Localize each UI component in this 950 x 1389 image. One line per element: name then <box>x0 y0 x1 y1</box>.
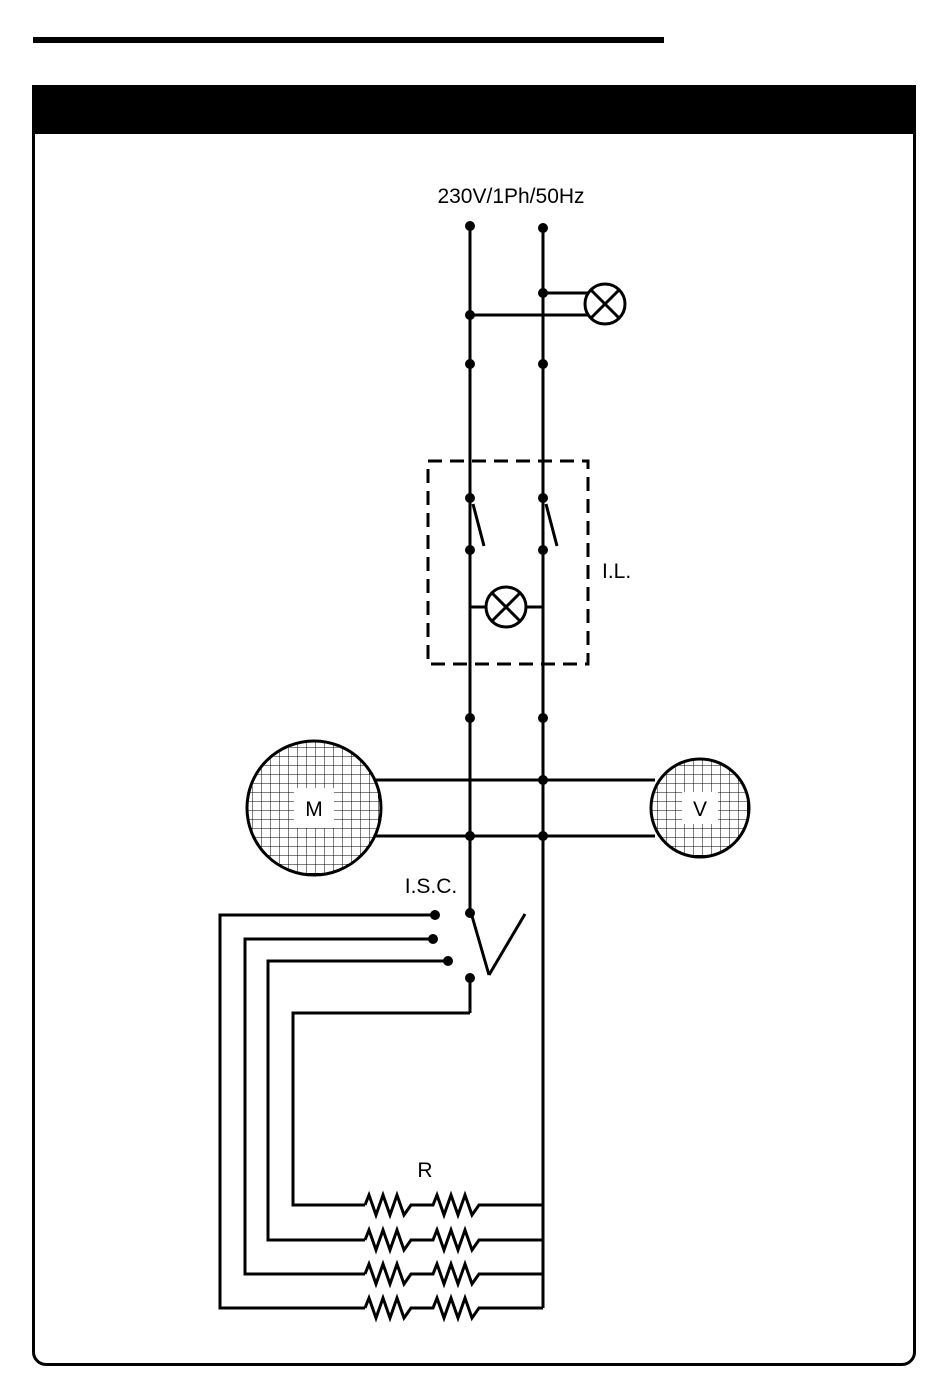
resistor-label: R <box>417 1159 432 1182</box>
fan-label: V <box>693 798 707 821</box>
motor-label: M <box>305 798 323 821</box>
switch-blade-n <box>546 504 557 546</box>
resistor-bank <box>365 1195 484 1318</box>
resistor <box>365 1264 484 1284</box>
wire-speed-3 <box>268 961 448 1240</box>
isc-blade-right <box>489 914 525 975</box>
switch-blade-l <box>473 504 484 546</box>
supply-label: 230V/1Ph/50Hz <box>437 185 584 208</box>
resistor <box>365 1298 484 1318</box>
indicator-lamp-label: I.L. <box>602 560 631 583</box>
wire-common <box>293 1013 470 1205</box>
isc-blade-left <box>472 916 489 975</box>
pilot-lamp-icon <box>585 284 625 324</box>
il-dashed-box <box>428 461 588 664</box>
resistor <box>365 1230 484 1250</box>
wire-speed-2 <box>245 939 433 1274</box>
resistor <box>365 1195 484 1215</box>
indicator-lamp-icon <box>486 587 526 627</box>
switch-label: I.S.C. <box>405 875 458 898</box>
